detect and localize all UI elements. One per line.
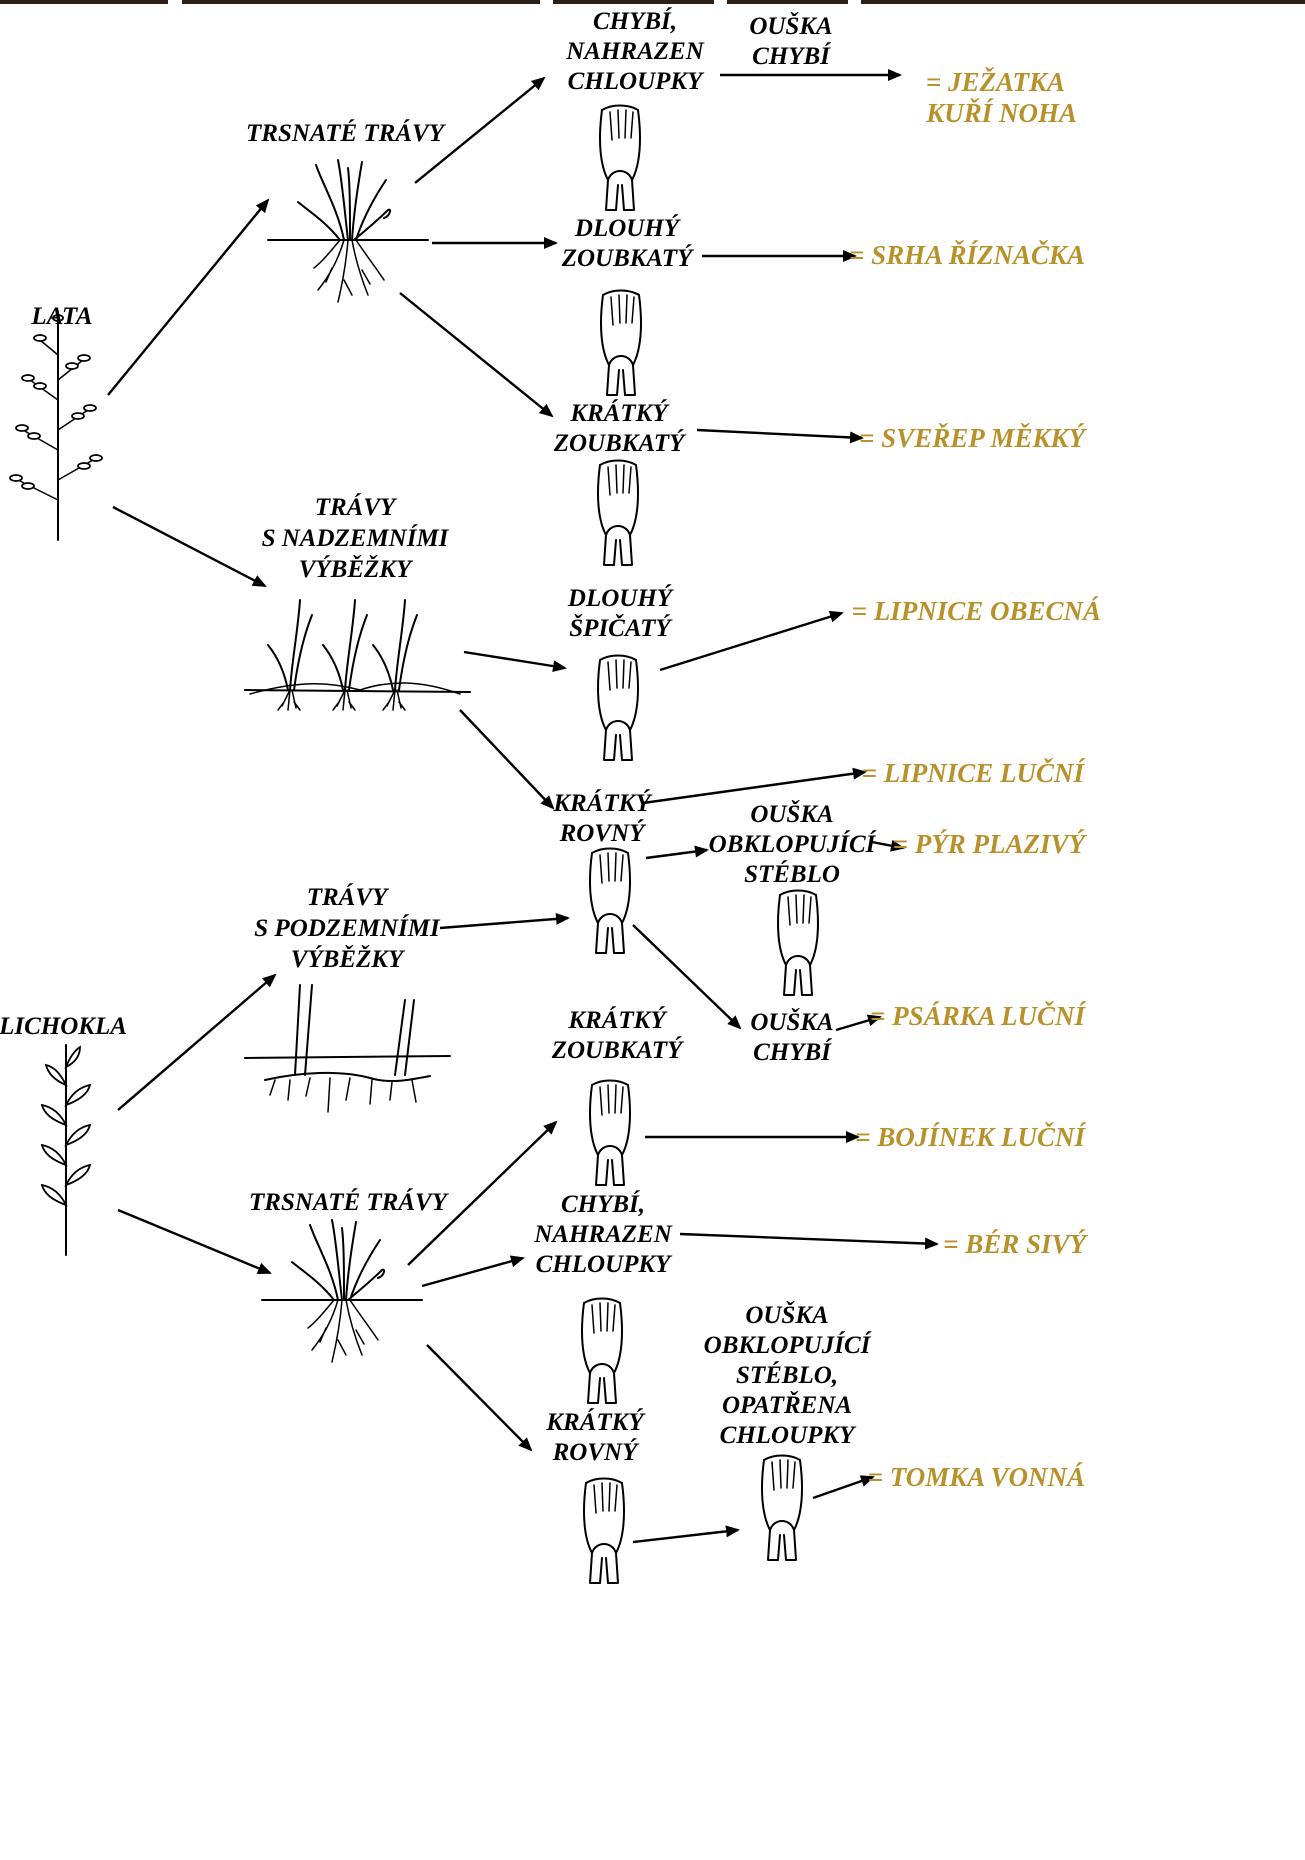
ligule-short-straight-label-1: KRÁTKÝ ROVNÝ <box>552 789 653 847</box>
label-line: OPATŘENA <box>722 1391 852 1419</box>
tufted-grass-illustration-1 <box>268 160 428 302</box>
lata-label: LATA <box>30 303 92 330</box>
ligule-drawing-1 <box>600 106 640 211</box>
panicle-illustration <box>10 315 102 540</box>
label-line: OUŠKA <box>750 1007 833 1036</box>
result-sverep: = SVEŘEP MĚKKÝ <box>859 423 1087 453</box>
lichokla-label: LICHOKLA <box>0 1013 127 1040</box>
label-line: NAHRAZEN <box>565 38 704 65</box>
auricles-clasping-hairy-label: OUŠKA OBKLOPUJÍCÍ STÉBLO, OPATŘENA CHLOU… <box>704 1300 872 1449</box>
label-line: TRÁVY <box>315 493 398 521</box>
label-line: KRÁTKÝ <box>545 1408 646 1436</box>
ligule-short-straight-label-2: KRÁTKÝ ROVNÝ <box>545 1408 646 1466</box>
ligule-drawing-8 <box>584 1479 624 1584</box>
spike-illustration <box>42 1045 90 1255</box>
label-line: ZOUBKATÝ <box>551 1036 685 1064</box>
result-jezatka: = JEŽATKA KUŘÍ NOHA <box>925 67 1077 128</box>
ligule-drawing-6 <box>590 1081 630 1186</box>
result-pyr: = PÝR PLAZIVÝ <box>893 829 1088 859</box>
result-lipnice-lucni: = LIPNICE LUČNÍ <box>862 758 1086 788</box>
ligule-drawing-5 <box>590 849 630 954</box>
label-line: KRÁTKÝ <box>552 789 653 817</box>
auricles-clasping-label: OUŠKA OBKLOPUJÍCÍ STÉBLO <box>709 799 877 888</box>
result-tomka: = TOMKA VONNÁ <box>868 1462 1085 1492</box>
result-bojinek: = BOJÍNEK LUČNÍ <box>855 1122 1086 1152</box>
label-line: KRÁTKÝ <box>567 1006 668 1034</box>
label-line: OUŠKA <box>750 799 833 828</box>
ligule-drawing-2 <box>601 291 641 396</box>
label-line: VÝBĚŽKY <box>299 555 414 583</box>
tufted-grasses-label-2: TRSNATÉ TRÁVY <box>249 1188 450 1216</box>
label-line: DLOUHÝ <box>567 584 675 612</box>
top-border-bars <box>0 0 1305 4</box>
rhizome-grass-illustration <box>245 985 450 1112</box>
ligule-short-toothed-label-2: KRÁTKÝ ZOUBKATÝ <box>551 1006 685 1064</box>
tufted-grasses-label-1: TRSNATÉ TRÁVY <box>246 119 447 147</box>
underground-runners-label: TRÁVY S PODZEMNÍMI VÝBĚŽKY <box>254 883 441 973</box>
ligule-drawing-3 <box>598 461 638 566</box>
label-line: VÝBĚŽKY <box>291 945 406 973</box>
ligule-missing-label-2: CHYBÍ, NAHRAZEN CHLOUPKY <box>533 1190 673 1278</box>
ligule-long-pointed-label: DLOUHÝ ŠPIČATÝ <box>567 584 675 642</box>
label-line: CHYBÍ, <box>561 1190 645 1218</box>
label-line: CHYBÍ <box>753 1038 832 1066</box>
result-psarka: = PSÁRKA LUČNÍ <box>870 1001 1086 1031</box>
label-line: S NADZEMNÍMI <box>262 524 450 552</box>
ligule-short-toothed-label-1: KRÁTKÝ ZOUBKATÝ <box>553 399 687 457</box>
label-line: ROVNÝ <box>552 1438 640 1466</box>
label-line: DLOUHÝ <box>574 214 682 242</box>
tufted-grass-illustration-2 <box>262 1220 422 1362</box>
label-line: ŠPIČATÝ <box>569 613 673 642</box>
label-line: ZOUBKATÝ <box>561 244 695 272</box>
label-line: OUŠKA <box>749 11 832 40</box>
label-line: CHYBÍ, <box>593 7 677 35</box>
auricles-missing-label-1: OUŠKA CHYBÍ <box>749 11 832 70</box>
label-line: ZOUBKATÝ <box>553 429 687 457</box>
label-line: STÉBLO <box>744 860 840 888</box>
auricle-drawing-1 <box>778 891 818 996</box>
label-line: CHLOUPKY <box>536 1251 673 1278</box>
label-line: CHLOUPKY <box>720 1422 857 1449</box>
result-ber: = BÉR SIVÝ <box>943 1229 1088 1259</box>
stolon-grass-illustration <box>245 600 470 710</box>
above-ground-runners-label: TRÁVY S NADZEMNÍMI VÝBĚŽKY <box>262 493 450 583</box>
label-line: NAHRAZEN <box>533 1221 672 1248</box>
result-line: KUŘÍ NOHA <box>925 98 1077 128</box>
result-srha: = SRHA ŘÍZNAČKA <box>849 240 1085 270</box>
label-line: TRÁVY <box>307 883 390 911</box>
auricles-missing-label-2: OUŠKA CHYBÍ <box>750 1007 833 1066</box>
ligule-long-toothed-label: DLOUHÝ ZOUBKATÝ <box>561 214 695 272</box>
result-line: = JEŽATKA <box>926 67 1065 97</box>
ligule-drawing-4 <box>598 656 638 761</box>
label-line: ROVNÝ <box>559 819 647 847</box>
label-line: CHLOUPKY <box>568 68 705 95</box>
label-line: OBKLOPUJÍCÍ <box>704 1331 872 1359</box>
label-line: OUŠKA <box>745 1300 828 1329</box>
label-line: S PODZEMNÍMI <box>254 914 441 942</box>
label-line: OBKLOPUJÍCÍ <box>709 830 877 858</box>
ligule-missing-label-1: CHYBÍ, NAHRAZEN CHLOUPKY <box>565 7 705 95</box>
result-lipnice-obecna: = LIPNICE OBECNÁ <box>852 596 1101 626</box>
ligule-drawing-7 <box>582 1299 622 1404</box>
auricle-drawing-2 <box>762 1456 802 1561</box>
label-line: STÉBLO, <box>736 1361 838 1389</box>
label-line: CHYBÍ <box>752 42 831 70</box>
label-line: KRÁTKÝ <box>569 399 670 427</box>
